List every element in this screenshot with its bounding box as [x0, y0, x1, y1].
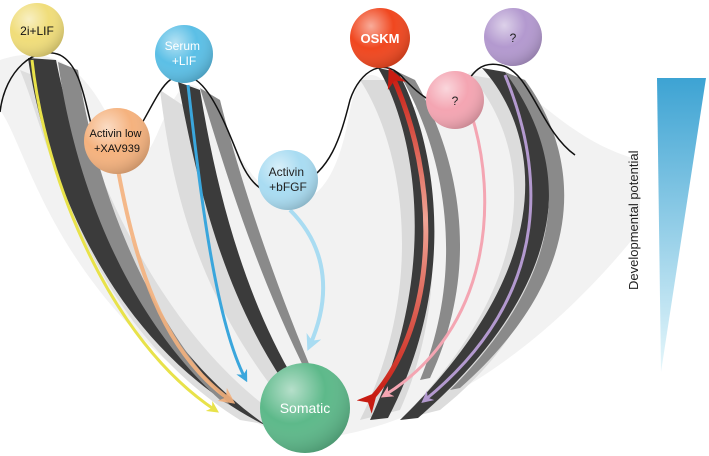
- arrow-unknown-mid-to-somatic: [380, 109, 487, 398]
- developmental-potential-axis: Developmental potential: [626, 78, 706, 372]
- state-ball-2i-lif: 2i+LIF: [10, 3, 64, 57]
- state-label-somatic: Somatic: [280, 400, 331, 416]
- state-ball-oskm: OSKM: [350, 8, 410, 68]
- trajectory-arrows: [30, 59, 533, 414]
- state-label-unknown-mid: ?: [452, 94, 459, 108]
- potential-axis-label: Developmental potential: [626, 150, 641, 290]
- state-label-unknown-top: ?: [510, 31, 517, 45]
- state-ball-somatic: Somatic: [260, 363, 350, 453]
- valley-ridge-2: [58, 62, 230, 405]
- state-ball-unknown-mid: ?: [426, 71, 484, 129]
- valley-ridge-6: [398, 72, 461, 380]
- arrow-2i-lif-to-somatic: [30, 59, 219, 413]
- state-ball-activin-bfgf: Activin +bFGF: [258, 150, 318, 210]
- state-label-activin-bfgf: Activin +bFGF: [269, 165, 308, 194]
- valley-ridge-3: [178, 82, 315, 412]
- valley-ridge-8: [450, 72, 565, 390]
- state-ball-serum-lif: Serum +LIF: [155, 25, 213, 83]
- state-label-2i-lif: 2i+LIF: [20, 24, 54, 38]
- arrow-serum-lif-to-somatic: [186, 84, 248, 383]
- arrow-somatic-to-oskm: [356, 67, 429, 414]
- potential-gradient-wedge: [657, 78, 706, 372]
- state-ball-unknown-top: ?: [484, 8, 542, 66]
- state-ball-activin-low-xav939: Activin low +XAV939: [84, 108, 150, 174]
- arrow-activin-low-to-somatic: [116, 169, 236, 404]
- state-label-serum-lif: Serum +LIF: [165, 39, 204, 68]
- valley-ridge-1: [28, 58, 270, 428]
- arrow-activin-bfgf-to-somatic: [288, 208, 326, 351]
- state-label-oskm: OSKM: [361, 31, 400, 46]
- state-label-activin-low-xav939: Activin low +XAV939: [89, 128, 144, 155]
- arrow-unknown-top-to-somatic: [421, 74, 533, 404]
- valley-ridge-4: [200, 88, 318, 385]
